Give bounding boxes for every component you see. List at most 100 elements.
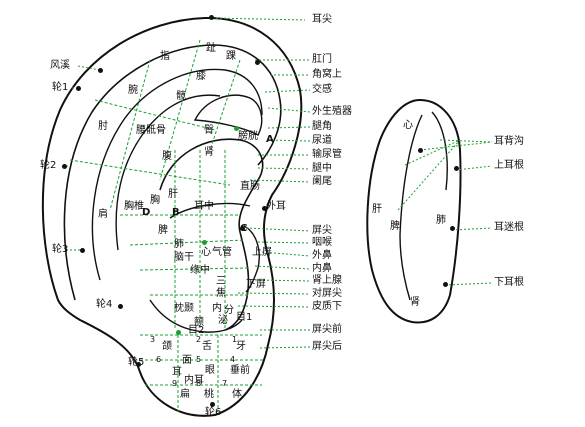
point-dot: [176, 330, 181, 335]
label-hip: 髋: [176, 91, 186, 102]
back-label-heart: 心: [403, 120, 413, 131]
label-kidney: 肾: [204, 147, 214, 158]
back-label-lung: 肺: [436, 215, 446, 226]
label-external-ear: 外耳: [266, 201, 286, 212]
label-rectum: 直肠: [240, 181, 260, 192]
label-leg-angle: 腿角: [312, 121, 332, 132]
label-bian: 扁: [180, 389, 190, 400]
label-occiput: 枕: [174, 303, 184, 314]
label-san: 三: [216, 276, 226, 287]
label-helix-6: 轮6: [205, 407, 222, 418]
concha-outline: [159, 138, 264, 331]
label-lung: 肺: [174, 239, 184, 250]
label-finger: 指: [160, 51, 170, 62]
label-bladder: 膀胱: [238, 131, 258, 142]
point-dot: [262, 206, 267, 211]
back-label-groove: 耳背沟: [494, 136, 524, 147]
digit-5: 5: [196, 355, 202, 364]
back-label-upper-root: 上耳根: [494, 160, 524, 171]
tragus: [243, 225, 260, 293]
label-ti: 体: [232, 389, 242, 400]
leader-lines: [62, 17, 311, 349]
ear-helix-outline: [41, 16, 303, 417]
label-external-genitals: 外生殖器: [312, 106, 352, 117]
point-dot: [136, 362, 141, 367]
point-dot: [240, 226, 245, 231]
point-dot: [80, 248, 85, 253]
label-face: 面: [182, 355, 192, 366]
label-chest: 胸: [150, 195, 160, 206]
point-dot: [98, 68, 103, 73]
label-eye: 眼: [205, 365, 215, 376]
label-knee: 膝: [196, 71, 206, 82]
label-upper-tragus: 上屏: [252, 247, 272, 258]
ear-antihelix-crus: [115, 94, 221, 251]
ear-back-groove: [399, 114, 423, 301]
letter-b: B: [172, 207, 180, 218]
ear-back-outline: [366, 98, 462, 324]
label-tao: 桃: [204, 389, 214, 400]
lobe-grid: [140, 334, 265, 412]
label-liver: 肝: [168, 189, 178, 200]
point-dot: [210, 402, 215, 407]
label-trachea: 气管: [212, 247, 232, 258]
label-helix-3: 轮3: [52, 244, 69, 255]
label-nei: 内: [212, 303, 222, 314]
label-throat: 咽喉: [312, 237, 332, 248]
label-pre-lobe: 垂前: [230, 365, 250, 376]
ear-inner-helix: [63, 44, 282, 301]
label-sympathetic: 交感: [312, 84, 332, 95]
label-jaw: 颌: [162, 341, 172, 352]
label-thoracic-spine: 胸椎: [124, 201, 144, 212]
label-ear-center: 耳中: [194, 201, 214, 212]
label-wrist: 腕: [128, 85, 138, 96]
label-tongue: 舌: [202, 341, 212, 352]
label-helix-4: 轮4: [96, 299, 113, 310]
label-subcortex: 皮质下: [312, 301, 342, 312]
label-temple: 颞: [184, 303, 194, 314]
label-ureter: 输尿管: [312, 149, 342, 160]
label-lower-tragus: 下屏: [246, 279, 266, 290]
label-buttock: 臀: [204, 125, 214, 136]
point-dot: [454, 166, 459, 171]
label-elbow: 肘: [98, 121, 108, 132]
point-dot: [443, 282, 448, 287]
label-appendix: 阑尾: [312, 176, 332, 187]
label-margin-center: 缘中: [190, 265, 210, 276]
back-label-liver: 肝: [372, 204, 382, 215]
label-leg-middle: 腿中: [312, 163, 332, 174]
label-heart: 心: [201, 247, 211, 258]
back-leader-lines: [397, 139, 493, 286]
back-label-kidney: 肾: [410, 297, 420, 308]
label-jiao: 焦: [216, 288, 226, 299]
label-toe: 趾: [206, 43, 216, 54]
label-tragus-apex: 屏尖: [312, 225, 332, 236]
letter-a: A: [266, 134, 274, 145]
label-urethra: 尿道: [312, 135, 332, 146]
label-lumbosacral: 腰骶骨: [136, 125, 166, 136]
label-shoulder: 肩: [98, 209, 108, 220]
point-dot: [209, 15, 214, 20]
label-tooth: 牙: [236, 341, 246, 352]
label-helix-1: 轮1: [52, 82, 69, 93]
label-brainstem: 脑干: [174, 252, 194, 263]
label-helix-2: 轮2: [40, 160, 57, 171]
back-label-spleen: 脾: [390, 221, 400, 232]
label-ear-apex: 耳尖: [312, 14, 332, 25]
point-dot: [118, 304, 123, 309]
ear-antihelix: [91, 68, 263, 281]
letter-d: D: [142, 207, 151, 218]
label-external-nose: 外鼻: [312, 250, 332, 261]
label-inner-ear: 内耳: [184, 375, 204, 386]
antitragus: [149, 299, 243, 333]
label-ear: 耳: [172, 367, 182, 378]
point-dot: [76, 86, 81, 91]
digit-2: 2: [196, 335, 202, 344]
label-eye-2: 目2: [188, 325, 205, 336]
point-dot: [202, 240, 207, 245]
label-eye-1: 目1: [236, 312, 253, 323]
point-dot: [234, 126, 239, 131]
label-adrenal: 肾上腺: [312, 275, 342, 286]
